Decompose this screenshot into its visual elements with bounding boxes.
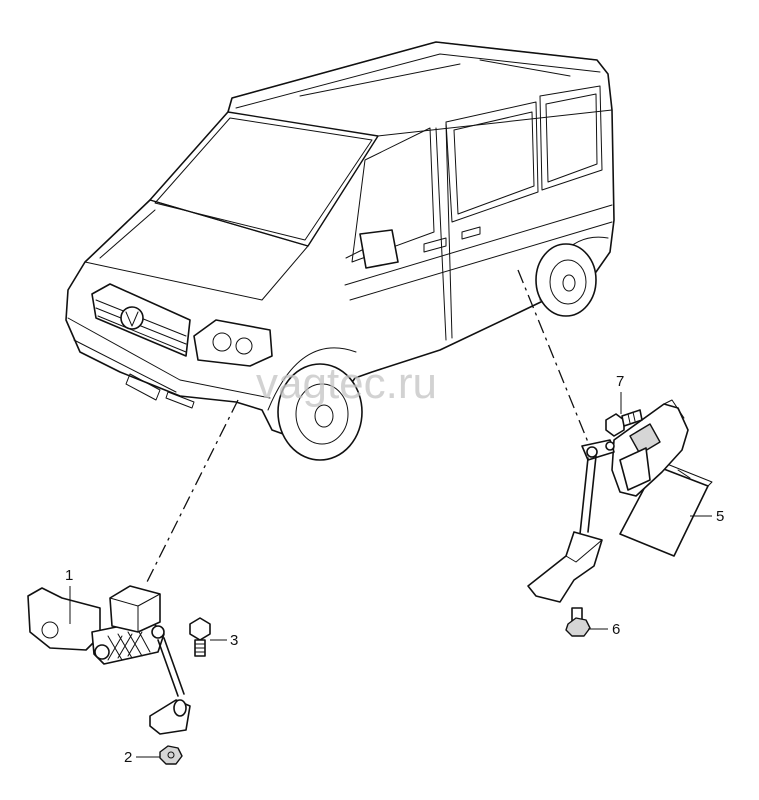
callout-5: 5: [690, 508, 724, 525]
front-sensor-leader: [145, 399, 239, 585]
callout-6: 6: [588, 621, 620, 638]
callout-3: 3: [210, 632, 238, 649]
callout-label-6: 6: [612, 621, 620, 638]
watermark-text: vagtec.ru: [256, 359, 437, 408]
rear-sensor-leader: [517, 269, 593, 453]
rear-level-sensor: [527, 399, 713, 603]
bolt-part-7: [605, 409, 643, 437]
callout-label-5: 5: [716, 508, 724, 525]
front-level-sensor: [27, 585, 191, 735]
callout-1: 1: [65, 567, 73, 624]
callout-label-7: 7: [616, 373, 624, 390]
van-illustration: [65, 41, 615, 461]
bolt-part-6: [565, 607, 591, 637]
callout-7: 7: [616, 373, 624, 414]
callout-2: 2: [124, 749, 160, 766]
callout-label-2: 2: [124, 749, 132, 766]
callout-label-3: 3: [230, 632, 238, 649]
callout-label-1: 1: [65, 567, 73, 584]
nut-part-2: [159, 745, 183, 765]
bolt-part-3: [189, 617, 211, 657]
